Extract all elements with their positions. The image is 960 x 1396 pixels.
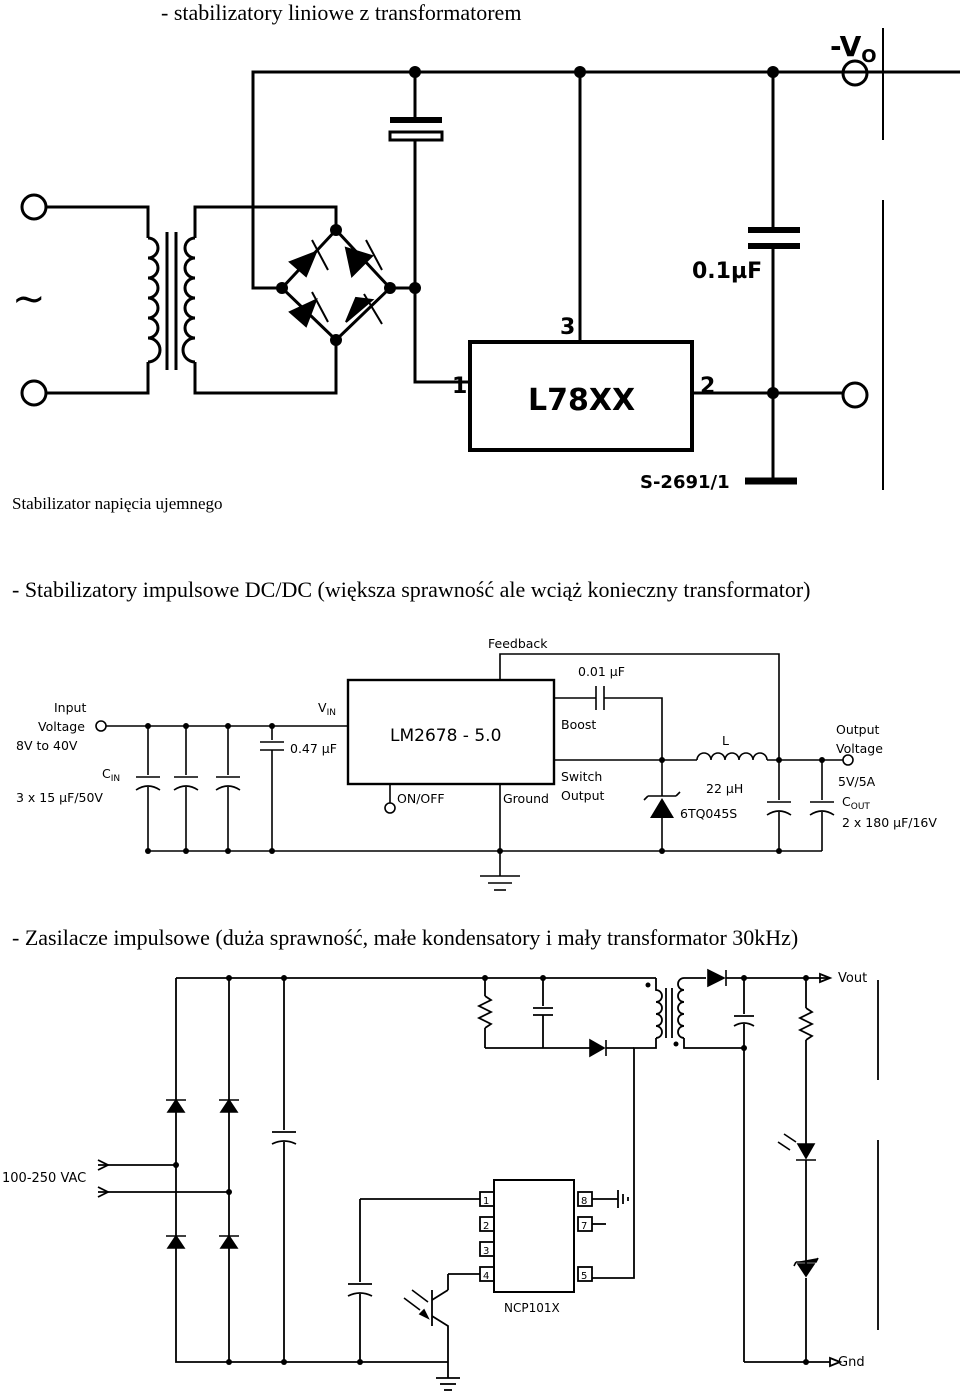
switch-label-2: Output: [561, 788, 605, 803]
inductor-l: [696, 752, 768, 761]
diode-label: 6TQ045S: [680, 806, 737, 821]
pin-8: 8: [581, 1196, 587, 1207]
section-heading-linear: - stabilizatory liniowe z transformatore…: [161, 0, 522, 25]
lm2678-label: LM2678 - 5.0: [390, 726, 501, 746]
output-terminal-bottom: [841, 381, 869, 409]
output-label-2: Voltage: [836, 741, 883, 756]
output-label-1: Output: [836, 722, 880, 737]
cap-value-label: 0.1µF: [692, 259, 762, 284]
output-voltage-label: -VO: [830, 30, 877, 67]
cin-value: 3 x 15 µF/50V: [16, 790, 103, 805]
pin-5: 5: [581, 1271, 587, 1282]
regulator-label: L78XX: [528, 383, 635, 418]
boost-label: Boost: [561, 717, 596, 732]
input-terminal-top: [20, 193, 48, 221]
input-label-2: Voltage: [38, 719, 85, 734]
transformer-primary-coil: [147, 236, 162, 364]
boost-cap-label: 0.01 µF: [578, 664, 625, 679]
pin-1-label: 1: [452, 374, 467, 399]
diagram-dcdc-converter: Feedback 0.01 µF Input Voltage 8V to 40V…: [16, 636, 937, 891]
cin-label: CIN: [102, 766, 120, 784]
pin-1: 1: [483, 1196, 489, 1207]
input-label-3: 8V to 40V: [16, 738, 78, 753]
figure-code: S-2691/1: [640, 472, 730, 493]
pin-2: 2: [483, 1221, 489, 1232]
pin-2-label: 2: [700, 374, 715, 399]
ncp101x-chip: [493, 1179, 575, 1293]
switch-label-1: Switch: [561, 769, 602, 784]
section-heading-dcdc: - Stabilizatory impulsowe DC/DC (większa…: [12, 577, 811, 602]
inductor-value: 22 µH: [706, 781, 743, 796]
c047-label: 0.47 µF: [290, 741, 337, 756]
transformer-secondary-coil: [181, 236, 196, 364]
vin-label: VIN: [318, 700, 336, 718]
figure-caption-negative-regulator: Stabilizator napięcia ujemnego: [12, 494, 223, 513]
ac-symbol: ~: [12, 276, 46, 322]
vout-label: Vout: [838, 971, 867, 986]
inductor-label: L: [722, 733, 729, 748]
cout-value: 2 x 180 µF/16V: [842, 815, 937, 830]
diagram-linear-regulator: ~ -VO 0.1µF L78XX 1 2 3 S-2691/1: [12, 28, 960, 493]
gnd-label: Gnd: [838, 1355, 865, 1370]
pin-7: 7: [581, 1221, 587, 1232]
ncp101x-label: NCP101X: [504, 1301, 560, 1315]
lm2678-chip: [346, 678, 556, 786]
l78xx-regulator: [468, 340, 694, 452]
ground-label: Ground: [503, 791, 549, 806]
output-label-3: 5V/5A: [838, 774, 876, 789]
vac-label: 100-250 VAC: [2, 1171, 86, 1186]
schottky-diode: [650, 798, 674, 818]
cout-label: COUT: [842, 794, 870, 812]
output-terminal-top: [841, 59, 869, 87]
section-heading-smps: - Zasilacze impulsowe (duża sprawność, m…: [12, 925, 799, 950]
pin-3: 3: [483, 1246, 489, 1257]
input-terminal-bottom: [20, 379, 48, 407]
pin-3-label: 3: [560, 315, 575, 340]
pin-4: 4: [483, 1271, 489, 1282]
input-label-1: Input: [54, 700, 86, 715]
onoff-label: ON/OFF: [397, 791, 445, 806]
feedback-label: Feedback: [488, 636, 548, 651]
bridge-rectifier: [279, 227, 393, 343]
diagram-smps: 100-250 VAC Vout Gnd NCP101X 1 2 3 4 8 7…: [2, 968, 879, 1391]
